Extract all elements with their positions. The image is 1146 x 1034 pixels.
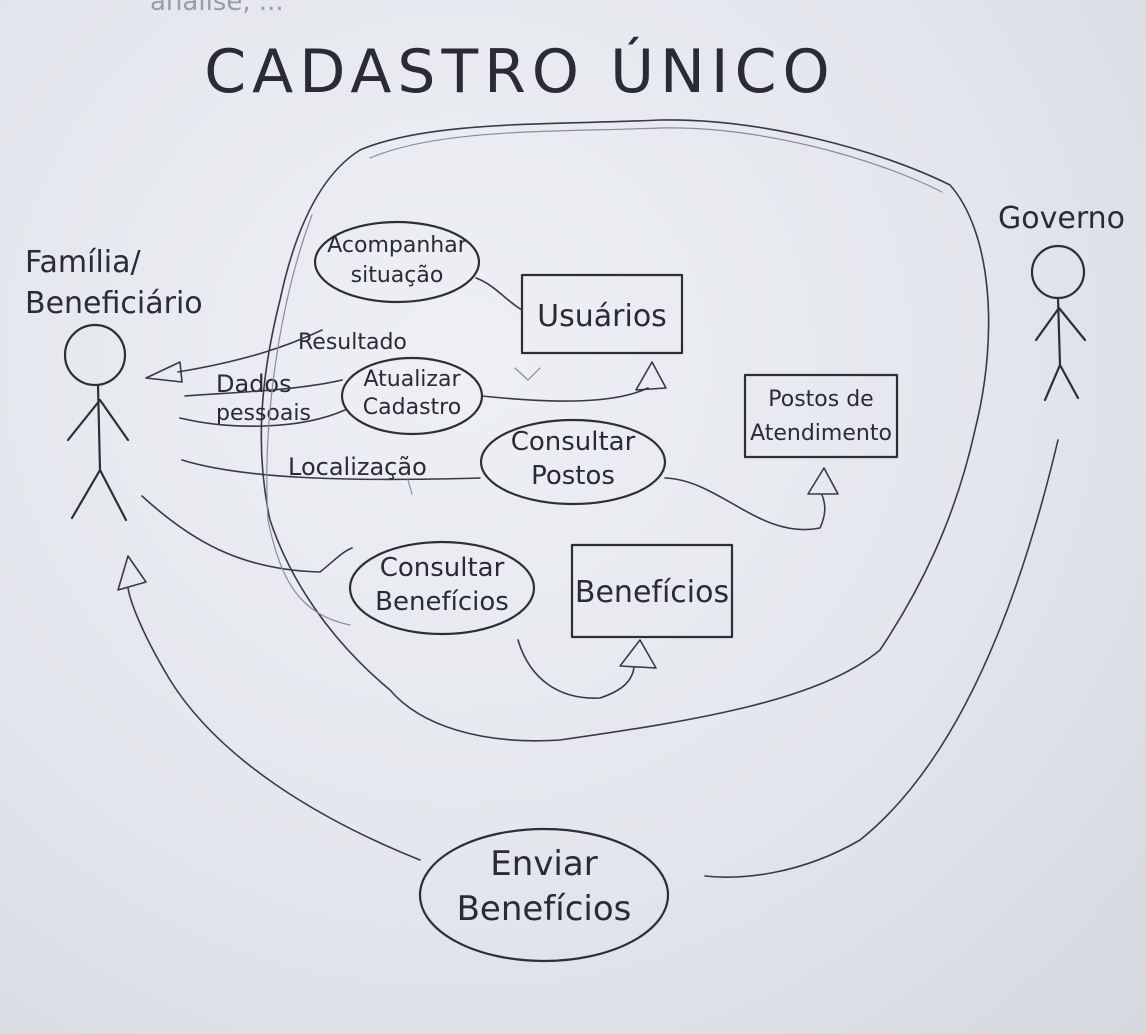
connector-beneficios xyxy=(517,639,635,699)
use-case-label-line2: Benefícios xyxy=(375,587,509,617)
arrowhead-family xyxy=(117,555,147,591)
use-case-label-line2: Cadastro xyxy=(363,395,461,420)
actor-head xyxy=(63,323,127,387)
use-case-label-line1: Consultar xyxy=(380,553,505,583)
actor-body xyxy=(96,383,102,472)
connector-postos xyxy=(664,477,826,531)
connector-dados-upper xyxy=(184,379,343,397)
arrowhead-resultado xyxy=(145,361,183,383)
diagram-title: CADASTRO ÚNICO xyxy=(204,36,835,107)
use-case-consultar-postos: Consultar Postos xyxy=(479,418,667,506)
flow-label-dados-line2: pessoais xyxy=(216,401,311,426)
entity-label: Usuários xyxy=(537,299,667,334)
use-case-label-line1: Atualizar xyxy=(363,367,461,392)
entity-label-line2: Atendimento xyxy=(750,421,892,446)
actor-legs xyxy=(70,468,128,522)
connector-resultado xyxy=(177,329,323,373)
flow-label-resultado: Resultado xyxy=(298,330,407,355)
faint-mark xyxy=(407,479,413,495)
actor-family: Família/ Beneficiário xyxy=(25,245,203,522)
entity-beneficios: Benefícios xyxy=(570,543,734,639)
connector-family-consultar-beneficios xyxy=(141,495,353,573)
use-case-label-line2: Postos xyxy=(531,461,615,491)
arrowhead-usuarios xyxy=(635,361,667,391)
actor-legs xyxy=(1043,363,1080,402)
entity-box xyxy=(570,543,734,639)
use-case-ellipse xyxy=(348,540,536,636)
top-scribble: análise, ... xyxy=(150,0,284,17)
connector-dados-pessoais xyxy=(179,409,346,427)
arrowhead-beneficios xyxy=(619,639,657,669)
use-case-ellipse xyxy=(479,418,667,506)
actor-family-line1: Família/ xyxy=(25,245,141,280)
system-boundary xyxy=(260,119,990,742)
actor-arms xyxy=(1034,306,1087,342)
use-case-acompanhar-situacao: Acompanhar situação xyxy=(313,220,481,304)
connector-localizacao xyxy=(181,459,481,481)
actor-family-line2: Beneficiário xyxy=(25,286,203,321)
entity-label-line1: Postos de xyxy=(768,387,873,412)
use-case-enviar-beneficios: Enviar Benefícios xyxy=(418,827,670,963)
connector-acompanhar-usuarios xyxy=(475,277,523,311)
connector-government-enviar xyxy=(704,439,1059,878)
use-case-label-line2: Benefícios xyxy=(457,889,632,929)
use-case-label-line1: Consultar xyxy=(511,427,636,457)
use-case-label-line2: situação xyxy=(351,263,444,288)
actor-government-label: Governo xyxy=(998,201,1125,236)
entity-label: Benefícios xyxy=(575,575,729,610)
actor-government: Governo xyxy=(998,201,1125,402)
use-case-atualizar-cadastro: Atualizar Cadastro xyxy=(340,356,484,436)
connector-atualizar-usuarios xyxy=(481,387,649,402)
arrowhead-postos xyxy=(807,467,839,495)
use-case-ellipse xyxy=(313,220,481,304)
connector-enviar-family xyxy=(127,587,421,861)
entity-box xyxy=(743,373,899,459)
connector-long-vertical xyxy=(266,214,351,626)
use-case-consultar-beneficios: Consultar Benefícios xyxy=(348,540,536,636)
flow-label-localizacao: Localização xyxy=(288,453,427,481)
entity-box xyxy=(520,273,684,355)
entity-postos-de-atendimento: Postos de Atendimento xyxy=(743,373,899,459)
use-case-ellipse xyxy=(418,827,670,963)
use-case-label-line1: Acompanhar xyxy=(327,233,467,258)
use-case-label-line1: Enviar xyxy=(490,844,597,884)
entity-usuarios: Usuários xyxy=(520,273,684,355)
actor-head xyxy=(1030,244,1086,300)
actor-arms xyxy=(66,398,130,442)
faint-mark xyxy=(514,367,541,381)
